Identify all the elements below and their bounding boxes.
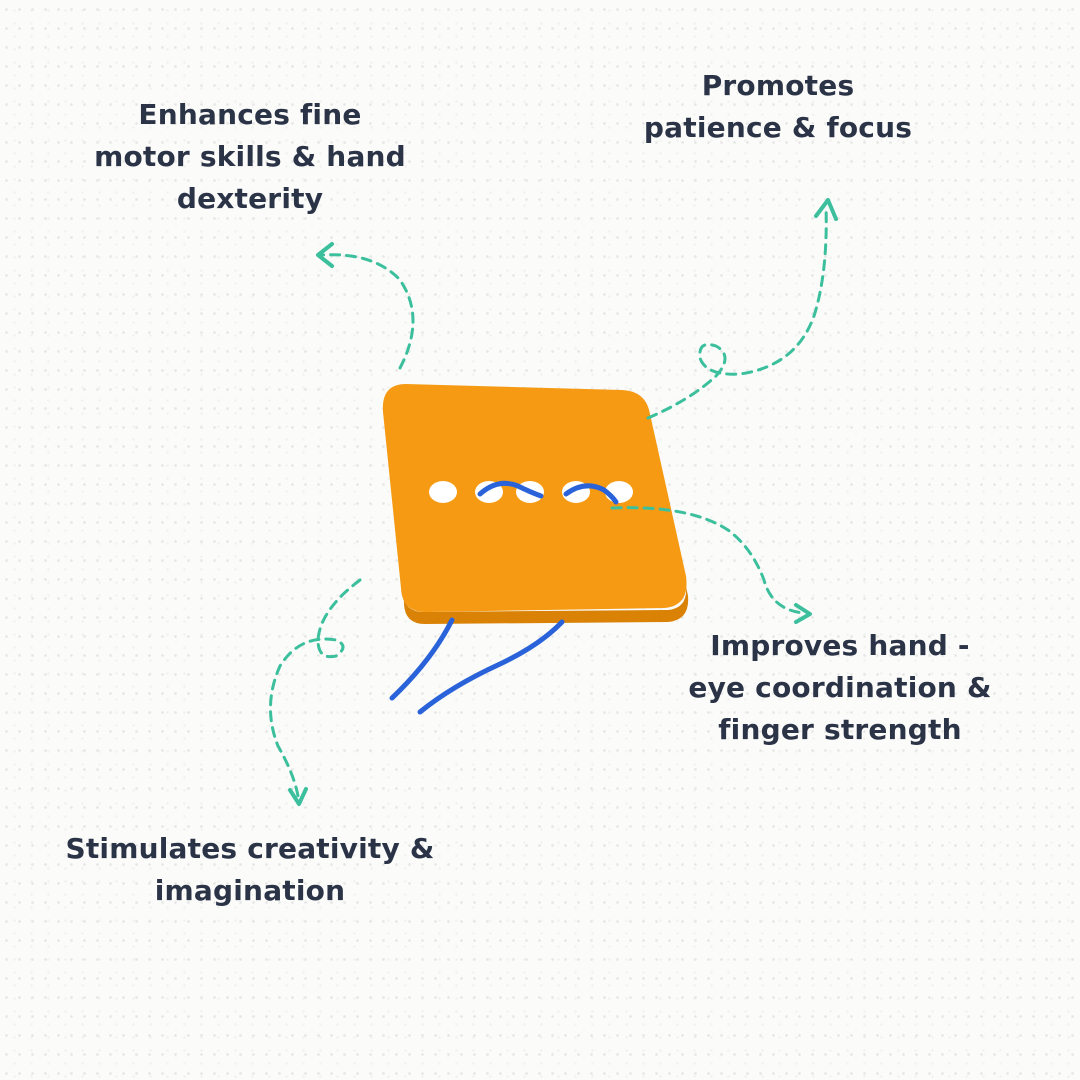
benefit-label-coordination: Improves hand - eye coordination & finge… [688, 629, 992, 746]
lace-loop-2 [563, 483, 619, 505]
arrow-head-patience-icon [814, 198, 838, 221]
lace-loop-1 [477, 480, 544, 499]
arrow-head-coordination-icon [794, 603, 812, 624]
arrow-head-fine-motor-icon [316, 242, 334, 268]
benefit-label-patience: Promotes patience & focus [643, 69, 913, 144]
lace-end-left [389, 617, 455, 701]
arrow-head-creativity-icon [288, 787, 308, 806]
arrow-patience [646, 204, 828, 420]
benefit-label-creativity: Stimulates creativity & imagination [65, 832, 435, 907]
arrow-coordination [610, 506, 806, 615]
benefit-label-fine-motor: Enhances fine motor skills & hand dexter… [94, 98, 406, 215]
lace-end-right [417, 619, 565, 715]
dashed-curved-arrows [269, 198, 838, 806]
board-hole-1 [429, 481, 457, 503]
arrow-fine-motor [320, 253, 415, 370]
arrow-creativity [269, 578, 362, 798]
lacing-board-toy [382, 384, 689, 715]
